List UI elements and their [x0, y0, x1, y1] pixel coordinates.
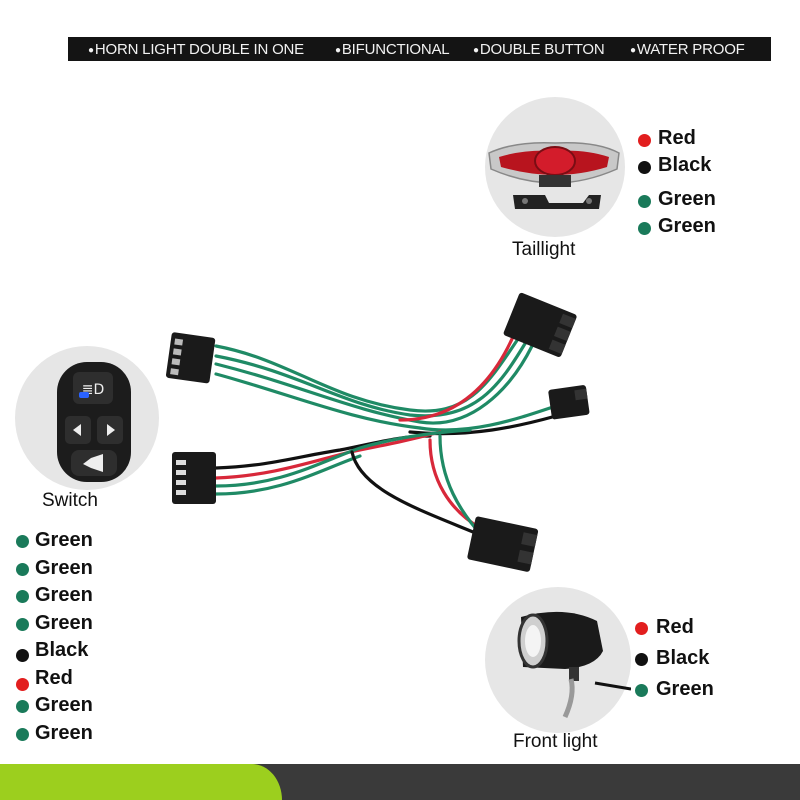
red-dot-icon — [635, 622, 648, 635]
wire-color-label: Green — [35, 529, 93, 551]
green-dot-icon — [16, 562, 29, 576]
feature-water-proof: WATER PROOF — [630, 41, 745, 58]
green-dot-icon — [635, 684, 648, 697]
green-dot-icon — [16, 535, 29, 548]
wire-color-label: Green — [656, 678, 714, 700]
green-dot-icon — [638, 195, 651, 208]
front-light-icon — [517, 611, 632, 719]
wire-color-label: Green — [658, 215, 716, 237]
red-dot-icon — [638, 134, 651, 147]
green-dot-icon — [16, 727, 29, 741]
feature-banner: HORN LIGHT DOUBLE IN ONE BIFUNCTIONAL DO… — [68, 37, 771, 61]
taillight-label: Taillight — [512, 239, 576, 260]
footer-accent — [0, 764, 282, 800]
black-dot-icon — [638, 161, 651, 174]
switch-image: ≣D — [15, 346, 159, 490]
green-dot-icon — [16, 590, 29, 603]
green-dot-icon — [638, 222, 651, 235]
taillight-icon — [488, 141, 620, 209]
front-light-image — [485, 587, 632, 733]
feature-horn-light: HORN LIGHT DOUBLE IN ONE — [88, 41, 304, 58]
feature-double-button: DOUBLE BUTTON — [473, 41, 605, 58]
wire-color-label: Green — [35, 694, 93, 716]
wire-color-label: Red — [656, 616, 694, 638]
wire-color-label: Black — [656, 647, 710, 669]
taillight-image — [485, 97, 625, 237]
wire-color-label: Red — [35, 666, 73, 689]
black-dot-icon — [16, 649, 29, 662]
black-dot-icon — [635, 653, 648, 666]
wire-color-label: Green — [35, 611, 93, 634]
wire-color-label: Green — [658, 188, 716, 210]
switch-label: Switch — [42, 490, 98, 511]
wire-color-label: Black — [658, 154, 712, 176]
red-dot-icon — [16, 677, 29, 691]
wire-color-label: Green — [35, 584, 93, 606]
front-light-label: Front light — [513, 731, 598, 752]
feature-bifunctional: BIFUNCTIONAL — [335, 41, 450, 58]
green-dot-icon — [16, 700, 29, 713]
wire-color-label: Green — [35, 556, 93, 579]
wire-color-label: Green — [35, 721, 93, 744]
switch-icon: ≣D — [57, 362, 131, 482]
wire-color-label: Black — [35, 639, 89, 661]
wire-color-label: Red — [658, 127, 696, 149]
green-dot-icon — [16, 617, 29, 631]
